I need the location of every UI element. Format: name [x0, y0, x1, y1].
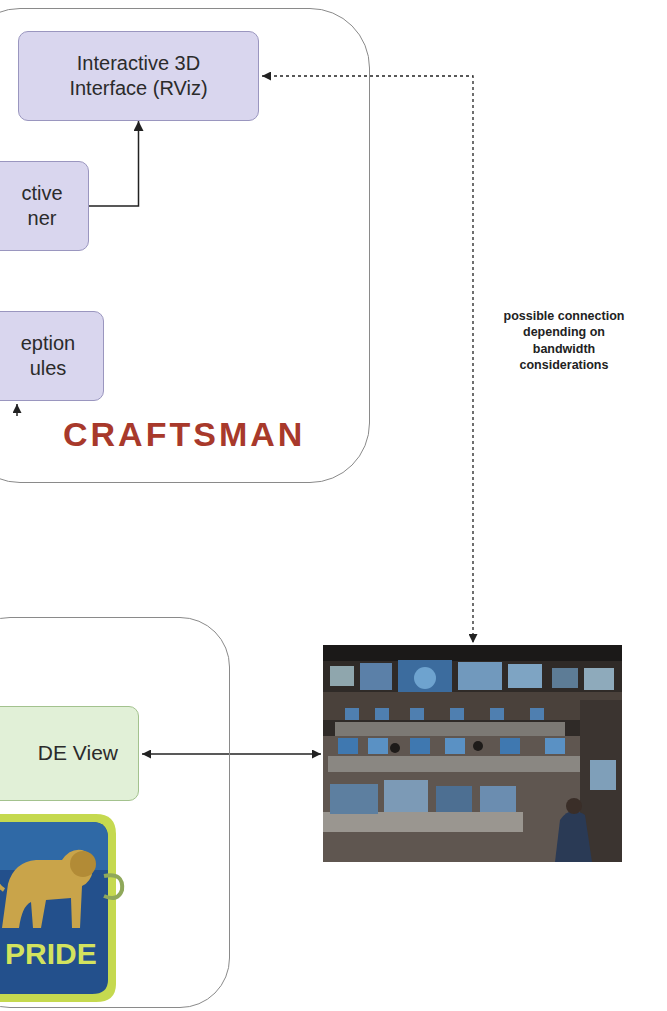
photo-monitor: [375, 708, 389, 720]
photo-monitor: [338, 738, 358, 754]
photo-monitor: [330, 784, 378, 814]
photo-person: [555, 811, 592, 862]
photo-monitor: [368, 738, 388, 754]
photo-monitor: [530, 708, 544, 720]
lion-mane: [70, 851, 96, 877]
process-box: Interactive 3D Interface (RViz): [18, 31, 259, 121]
photo-screen: [360, 663, 392, 690]
box-text: Interactive 3D Interface (RViz): [51, 51, 226, 101]
photo-person: [390, 743, 400, 753]
photo-monitor: [345, 708, 359, 720]
photo-monitor: [410, 738, 430, 754]
badge-field: [0, 822, 108, 994]
box-text: eption ules: [15, 331, 81, 381]
photo-monitor: [445, 738, 465, 754]
double-arrow: [142, 753, 321, 754]
photo-person: [566, 798, 582, 814]
group-region: PRIDE DE View: [0, 617, 230, 1008]
process-box: eption ules: [0, 311, 104, 401]
photo-monitor: [500, 738, 520, 754]
photo-monitor: [436, 786, 472, 812]
photo-monitor: [450, 708, 464, 720]
photo-screen: [508, 664, 542, 688]
process-box: ctive ner: [0, 161, 89, 251]
flow-arrow: [89, 121, 139, 206]
photo-monitor: [545, 738, 565, 754]
view-box: DE View: [0, 706, 139, 801]
photo-desk: [323, 812, 523, 832]
logo-text: CRAFTSMAN: [63, 415, 305, 454]
photo-wall: [323, 692, 622, 720]
photo-monitor: [480, 786, 516, 812]
dashed-connector: [262, 76, 473, 643]
logo-text: PRIDE: [5, 937, 97, 971]
badge-tether: [104, 875, 122, 898]
pride-badge: [0, 814, 122, 1002]
box-text: DE View: [38, 740, 118, 766]
note-label: possible connection depending on bandwid…: [500, 308, 628, 373]
photo-screen: [330, 666, 354, 686]
photo-screen: [398, 660, 452, 692]
photo-ground: [323, 645, 622, 862]
photo-screen: [552, 668, 578, 688]
group-region: CRAFTSMAN Interactive 3D Interface (RViz)…: [0, 8, 370, 483]
photo-screen: [458, 662, 502, 690]
photo-desk: [335, 722, 565, 736]
photo-floor: [323, 736, 622, 862]
mission-control-photo: [323, 645, 622, 862]
input-arrow: [16, 404, 18, 416]
badge-rim: [0, 814, 116, 1002]
lion-tail: [0, 872, 4, 890]
photo-monitor: [384, 780, 428, 812]
box-text: ctive ner: [16, 181, 68, 231]
photo-monitor: [410, 708, 424, 720]
photo-globe: [414, 667, 436, 689]
photo-ceiling: [323, 645, 622, 661]
photo-monitor: [490, 708, 504, 720]
photo-monitor: [590, 760, 616, 790]
photo-desk: [328, 756, 590, 772]
photo-person: [473, 741, 483, 751]
photo-screen: [584, 668, 614, 690]
